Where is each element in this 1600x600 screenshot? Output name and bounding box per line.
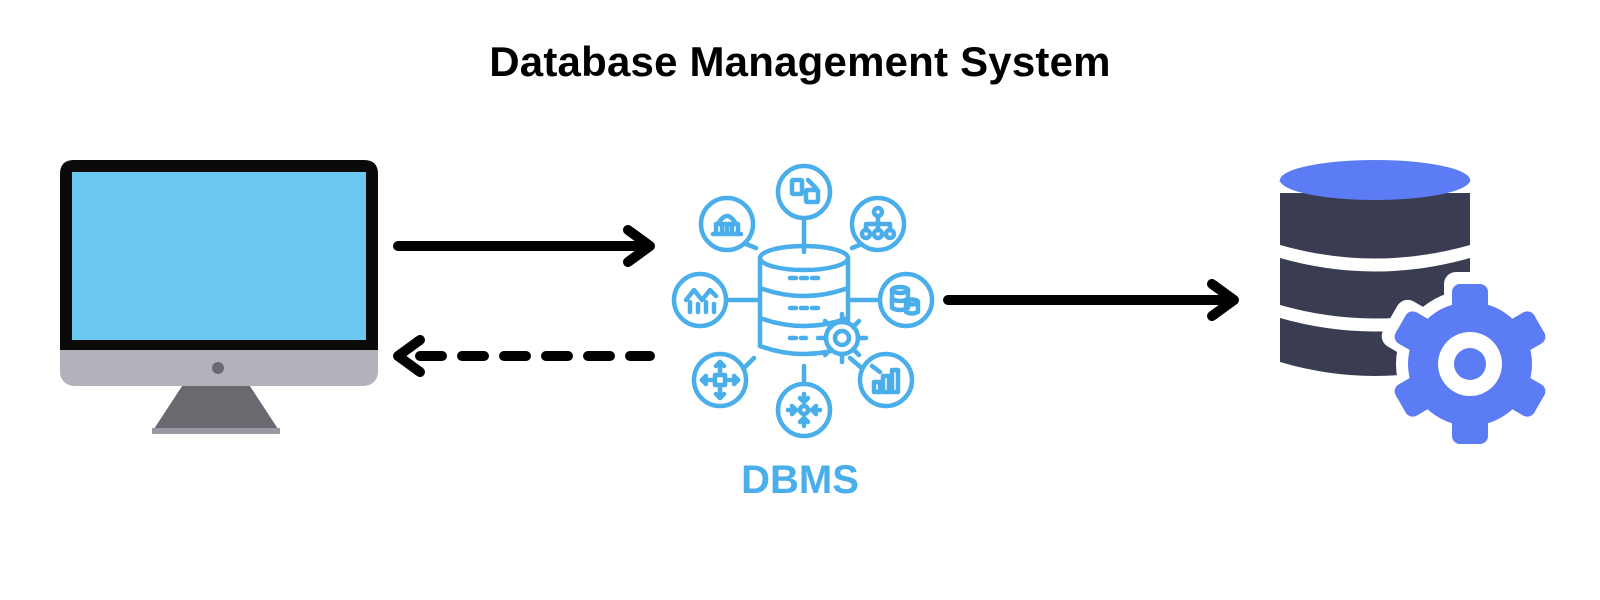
request-arrow xyxy=(393,225,655,267)
monitor-stand xyxy=(152,380,280,432)
hierarchy-icon xyxy=(849,195,907,253)
dbms-label: DBMS xyxy=(741,458,859,502)
storage-arrow xyxy=(943,279,1239,321)
converge-arrows-icon xyxy=(775,381,833,439)
dbms-network-icon xyxy=(671,163,935,439)
monitor-base xyxy=(152,428,280,434)
response-arrow xyxy=(393,335,655,377)
desktop-monitor-icon xyxy=(60,160,378,434)
monitor-screen xyxy=(72,172,366,340)
analytics-icon xyxy=(671,271,729,329)
dbms-gear-icon xyxy=(815,311,869,365)
database-stack-icon xyxy=(877,271,935,329)
database-gear-icon xyxy=(1279,160,1559,456)
monitor-power-dot xyxy=(212,362,224,374)
diagram-title: Database Management System xyxy=(489,38,1111,85)
gear-icon xyxy=(1381,272,1559,456)
move-arrows-icon xyxy=(691,351,749,409)
bar-chart-icon xyxy=(857,351,915,409)
document-icon xyxy=(775,163,833,221)
building-icon xyxy=(698,195,756,253)
